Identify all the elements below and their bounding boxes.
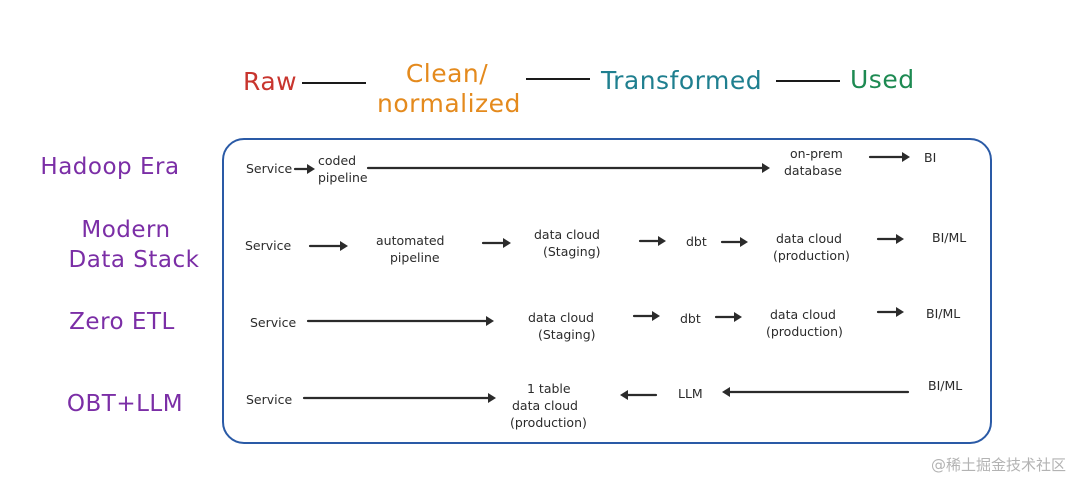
arrow-shape — [876, 307, 904, 317]
flow-arrow — [620, 389, 658, 401]
arrow-head — [503, 238, 511, 248]
arrow-head — [896, 307, 904, 317]
arrow-shape — [293, 164, 315, 174]
arrow-shape — [366, 163, 770, 173]
node-bi-ml: BI/ML — [926, 306, 961, 321]
arrow-head — [307, 164, 315, 174]
arrow-head — [488, 393, 496, 403]
node-service: Service — [245, 238, 292, 253]
era-label-zero-etl: Zero ETL — [69, 309, 175, 335]
era-label-modern-line2: Data Stack — [68, 247, 200, 273]
flow-arrow — [481, 237, 511, 249]
arrow-shape — [481, 238, 511, 248]
flow-arrow — [293, 163, 315, 175]
node-dbt: dbt — [686, 234, 707, 249]
arrow-shape — [868, 152, 910, 162]
node-database: database — [784, 163, 842, 178]
watermark: @稀土掘金技术社区 — [930, 456, 1066, 474]
arrow-head — [722, 387, 730, 397]
flow-arrow — [868, 151, 910, 163]
arrow-head — [762, 163, 770, 173]
flow-arrow — [632, 310, 660, 322]
arrow-shape — [638, 236, 666, 246]
node-service: Service — [246, 161, 293, 176]
arrow-head — [740, 237, 748, 247]
node-service: Service — [250, 315, 297, 330]
flow-arrow — [302, 392, 496, 404]
node-staging: (Staging) — [538, 327, 596, 342]
node-data-cloud-staging: data cloud — [534, 227, 600, 242]
node-automated: automated — [376, 233, 445, 248]
node-one-table: 1 table — [527, 381, 571, 396]
arrow-head — [896, 234, 904, 244]
node-dbt: dbt — [680, 311, 701, 326]
flow-arrow — [720, 236, 748, 248]
arrow-head — [902, 152, 910, 162]
node-service: Service — [246, 392, 293, 407]
stage-label-raw: Raw — [243, 67, 298, 96]
node-llm: LLM — [678, 386, 703, 401]
node-pipeline: pipeline — [390, 250, 440, 265]
stage-connector — [302, 82, 366, 84]
flow-arrow — [876, 306, 904, 318]
arrow-head — [340, 241, 348, 251]
node-data-cloud-production: data cloud — [776, 231, 842, 246]
flow-arrow — [638, 235, 666, 247]
arrow-shape — [632, 311, 660, 321]
flow-arrow — [722, 386, 910, 398]
node-production: (production) — [773, 248, 850, 263]
arrow-head — [620, 390, 628, 400]
arrow-shape — [308, 241, 348, 251]
arrow-head — [652, 311, 660, 321]
arrow-shape — [302, 393, 496, 403]
flows-frame — [222, 138, 992, 444]
arrow-shape — [720, 237, 748, 247]
flow-arrow — [306, 315, 494, 327]
node-bi: BI — [924, 150, 937, 165]
node-on-prem: on-prem — [790, 146, 843, 161]
era-label-modern-line1: Modern — [81, 217, 171, 243]
node-pipeline: pipeline — [318, 170, 368, 185]
flow-arrow — [366, 162, 770, 174]
stage-label-used: Used — [850, 65, 915, 94]
arrow-head — [658, 236, 666, 246]
arrow-head — [734, 312, 742, 322]
arrow-shape — [714, 312, 742, 322]
node-production: (production) — [510, 415, 587, 430]
node-bi-ml: BI/ML — [932, 230, 967, 245]
arrow-shape — [876, 234, 904, 244]
node-data-cloud: data cloud — [512, 398, 578, 413]
arrow-shape — [722, 387, 910, 397]
stage-connector — [526, 78, 590, 80]
stage-label-normalized: normalized — [377, 89, 521, 118]
flow-arrow — [308, 240, 348, 252]
arrow-head — [486, 316, 494, 326]
flow-arrow — [714, 311, 742, 323]
era-label-obt-llm: OBT+LLM — [66, 391, 184, 417]
node-coded: coded — [318, 153, 357, 168]
arrow-shape — [620, 390, 658, 400]
era-label-hadoop: Hadoop Era — [40, 154, 180, 180]
stage-label-clean: Clean/ — [405, 59, 489, 88]
node-staging: (Staging) — [543, 244, 601, 259]
arrow-shape — [306, 316, 494, 326]
stage-label-transformed: Transformed — [601, 66, 763, 95]
node-data-cloud-staging: data cloud — [528, 310, 594, 325]
node-bi-ml: BI/ML — [928, 378, 963, 393]
stage-connector — [776, 80, 840, 82]
node-data-cloud-production: data cloud — [770, 307, 836, 322]
node-production: (production) — [766, 324, 843, 339]
flow-arrow — [876, 233, 904, 245]
